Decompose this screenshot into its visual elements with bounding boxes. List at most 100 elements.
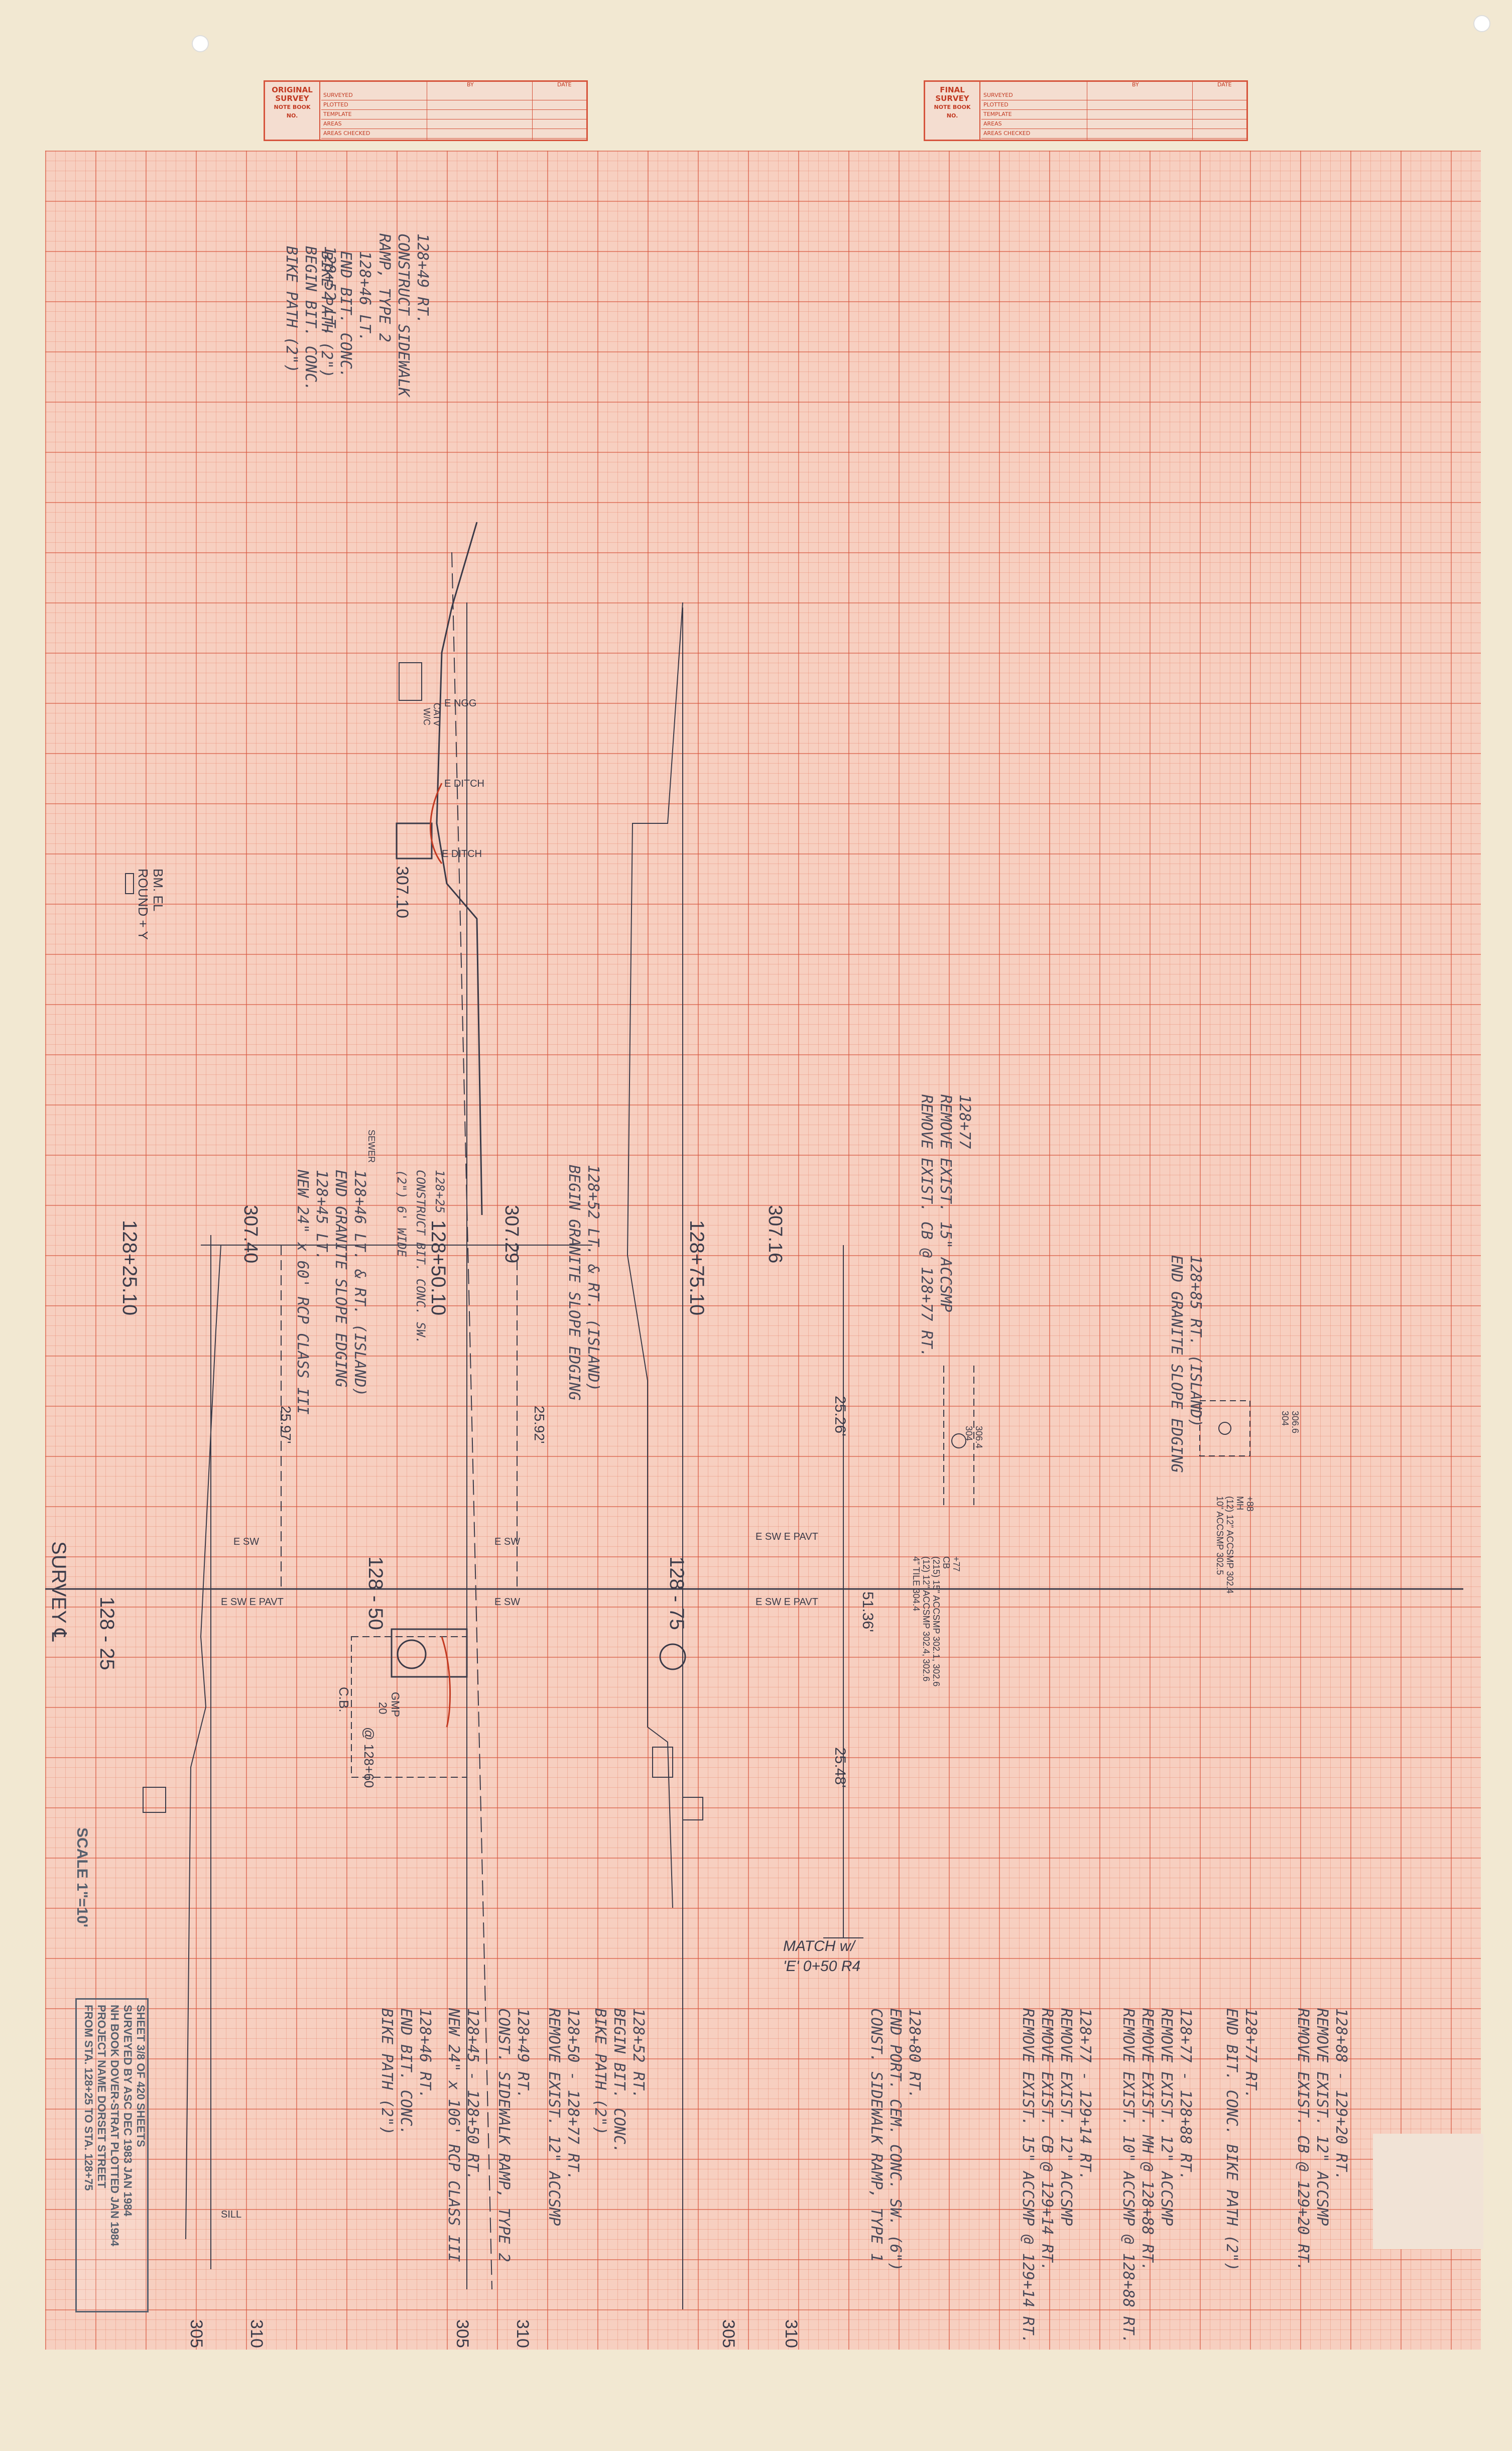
elev-307-29: 307.29 bbox=[501, 1205, 522, 1264]
sewer-label: SEWER bbox=[366, 1130, 376, 1163]
mh-pipe-2: 10" ACCSMP 302.5 bbox=[1215, 1496, 1225, 1575]
sill-label: SILL bbox=[221, 2209, 242, 2220]
cb-station-77: +77 bbox=[951, 1556, 961, 1572]
row-areas-checked: AREAS CHECKED bbox=[981, 129, 1246, 139]
title-from-to: FROM STA. 128+25 TO STA. 128+75 bbox=[82, 2005, 95, 2191]
dim-5136: 51.36' bbox=[859, 1591, 876, 1632]
edge-label: E SW E PAVT bbox=[221, 1597, 284, 1608]
profile-305: 305 bbox=[187, 2319, 206, 2348]
scale-label: SCALE 1"=10' bbox=[74, 1827, 90, 1927]
note-end-bike-path-rt: 128+46 RT.END BIT. CONC.BIKE PATH (2") bbox=[378, 2008, 434, 2135]
cb-station: @ 128+60 bbox=[361, 1727, 376, 1788]
final-survey-label: FINAL SURVEY NOTE BOOK NO. bbox=[925, 82, 980, 140]
dim-2597: 25.97' bbox=[278, 1406, 294, 1444]
survey-centerline: SURVEY ℄ bbox=[48, 1541, 70, 1642]
gmp-label: GMP bbox=[389, 1692, 402, 1718]
final-survey-block: FINAL SURVEY NOTE BOOK NO. BY DATE SURVE… bbox=[924, 80, 1248, 141]
dim-2592: 25.92' bbox=[532, 1406, 547, 1444]
edge-label: E NGG bbox=[444, 698, 477, 709]
edge-label: E SW bbox=[494, 1597, 521, 1608]
edge-label: E SW E PAVT bbox=[755, 1531, 818, 1542]
cb-elev-1: 306.4 bbox=[974, 1426, 984, 1449]
note-end-granite-edging: 128+85 RT. (ISLAND)END GRANITE SLOPE EDG… bbox=[1168, 1255, 1204, 1473]
edge-label: E DITCH bbox=[444, 778, 484, 789]
title-block: FROM STA. 128+25 TO STA. 128+75 PROJECT … bbox=[75, 1998, 149, 2312]
mh-station: +88 bbox=[1245, 1496, 1255, 1512]
bm-label: BM. EL bbox=[151, 869, 166, 912]
station-128-25-10: 128+25.10 bbox=[118, 1220, 141, 1316]
mh-pipe-1: (12) 12" ACCSMP 302.4 bbox=[1225, 1496, 1235, 1594]
label-line: SURVEY bbox=[275, 94, 309, 103]
original-survey-block: ORIGINAL SURVEY NOTE BOOK NO. BY DATE SU… bbox=[264, 80, 588, 141]
col-by: BY bbox=[467, 81, 474, 88]
row-surveyed: SURVEYED bbox=[981, 91, 1246, 100]
note-begin-granite-edging: 128+52 LT. & RT. (ISLAND)BEGIN GRANITE S… bbox=[565, 1165, 602, 1401]
label-line: NOTE BOOK bbox=[934, 104, 971, 110]
gmp-number: 20 bbox=[376, 1702, 389, 1714]
punch-hole bbox=[192, 35, 209, 52]
dim-2526: 25.26' bbox=[832, 1396, 848, 1436]
catv-label: CATV bbox=[432, 703, 442, 726]
profile-310: 310 bbox=[513, 2319, 532, 2348]
col-date: DATE bbox=[557, 81, 572, 88]
edge-label: E SW E PAVT bbox=[755, 1597, 818, 1608]
profile-305: 305 bbox=[719, 2319, 738, 2348]
cb-pipe-1: (215) 15" ACCSMP 302.1, 302.6 bbox=[931, 1556, 941, 1687]
match-line: MATCH w/ bbox=[783, 1938, 855, 1954]
col-date: DATE bbox=[1217, 81, 1232, 88]
row-template: TEMPLATE bbox=[981, 110, 1246, 119]
note-remove-cb-129-14: 128+77 - 129+14 RT.REMOVE EXIST. 12" ACC… bbox=[1019, 2008, 1094, 2344]
bm-label-2: ROUND + Y bbox=[136, 869, 151, 940]
note-new-rcp: 128+45 - 128+50 RT.NEW 24" x 106' RCP CL… bbox=[445, 2008, 481, 2262]
edge-label: E DITCH bbox=[442, 848, 482, 860]
note-end-bike-path-lt: 128+46 LT.END BIT. CONC.BIKE PATH (2") bbox=[318, 251, 373, 378]
title-book: NH BOOK DOVER-STRAT PLOTTED JAN 1984 bbox=[108, 2005, 121, 2247]
profile-305: 305 bbox=[453, 2319, 472, 2348]
profile-310: 310 bbox=[782, 2319, 801, 2348]
label-line: ORIGINAL bbox=[272, 85, 313, 94]
row-template: TEMPLATE bbox=[321, 110, 586, 119]
label-line: FINAL bbox=[940, 85, 965, 94]
row-plotted: PLOTTED bbox=[321, 100, 586, 110]
col-by: BY bbox=[1132, 81, 1139, 88]
row-plotted: PLOTTED bbox=[981, 100, 1246, 110]
title-surveyed: SURVEYED BY ASC DEC 1983 JAN 1984 bbox=[121, 2005, 134, 2217]
note-const-ramp-2: 128+49 RT.CONST. SIDEWALK RAMP, TYPE 2 bbox=[495, 2008, 532, 2262]
original-survey-label: ORIGINAL SURVEY NOTE BOOK NO. bbox=[265, 82, 320, 140]
dim-2548: 25.48' bbox=[832, 1747, 848, 1788]
cb-type: CB bbox=[941, 1556, 951, 1569]
edge-label: E SW bbox=[233, 1536, 260, 1547]
match-line-2: 'E' 0+50 R4 bbox=[783, 1958, 861, 1975]
punch-hole bbox=[1473, 15, 1490, 32]
elev-307-10: 307.10 bbox=[393, 866, 412, 918]
cb-elev-2: 304 bbox=[964, 1426, 974, 1441]
note-remove-12-accsmp: 128+50 - 128+77 RT.REMOVE EXIST. 12" ACC… bbox=[545, 2008, 582, 2226]
label-line: NO. bbox=[286, 112, 298, 119]
note-begin-bike-path-rt: 128+52 RT.BEGIN BIT. CONC.BIKE PATH (2") bbox=[591, 2008, 647, 2153]
title-sheet: SHEET 3/8 OF 420 SHEETS bbox=[135, 2005, 147, 2147]
cb-label: C.B. bbox=[336, 1687, 351, 1712]
elev-307-40: 307.40 bbox=[240, 1205, 261, 1264]
sta-128-75: 128 - 75 bbox=[666, 1556, 688, 1630]
note-end-pcc-sw: 128+80 RT.END PORT. CEM. CONC. SW. (6")C… bbox=[867, 2008, 923, 2271]
label-line: NOTE BOOK bbox=[274, 104, 311, 110]
edge-label: E SW bbox=[494, 1536, 521, 1547]
note-end-bike-path-77: 128+77 RT.END BIT. CONC. BIKE PATH (2") bbox=[1223, 2008, 1259, 2271]
blank-patch bbox=[1373, 2134, 1483, 2249]
elev-307-16: 307.16 bbox=[765, 1205, 786, 1264]
note-remove-cb-129-20: 128+88 - 129+20 RT.REMOVE EXIST. 12" ACC… bbox=[1294, 2008, 1350, 2271]
graph-paper-grid bbox=[45, 151, 1481, 2350]
mh-elev-2: 304 bbox=[1280, 1411, 1290, 1426]
title-project: PROJECT NAME DORSET STREET bbox=[95, 2005, 108, 2188]
mh-elev-1: 306.6 bbox=[1290, 1411, 1300, 1434]
row-areas: AREAS bbox=[321, 119, 586, 129]
row-areas-checked: AREAS CHECKED bbox=[321, 129, 586, 139]
cb-pipe-2: (12) 12" ACCSMP 302.4, 302.6 bbox=[921, 1556, 931, 1682]
cb-pipe-3: 4" TILE 304.4 bbox=[911, 1556, 921, 1612]
sta-128-25: 128 - 25 bbox=[96, 1597, 118, 1670]
label-line: NO. bbox=[946, 112, 958, 119]
